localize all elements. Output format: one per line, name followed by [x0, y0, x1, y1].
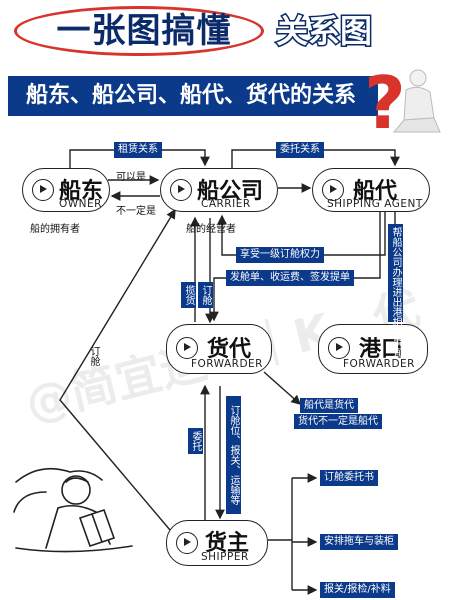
- question-figure-icon: ?: [364, 61, 441, 138]
- node-port-title: 港口: [359, 337, 404, 362]
- label-task2: 安排拖车与装柜: [320, 534, 398, 550]
- node-port-en: FORWARDER: [343, 358, 415, 370]
- label-issue-docs: 发舱单、收运费、签发提单: [226, 270, 354, 286]
- node-agent-en: SHIPPING AGENT: [327, 198, 423, 210]
- node-agent: 船代 SHIPPING AGENT: [312, 168, 430, 212]
- label-task3: 报关/报检/补料: [320, 582, 395, 598]
- node-forwarder-title: 货代: [207, 337, 252, 362]
- label-lease: 租赁关系: [114, 142, 162, 158]
- svg-text:?: ?: [364, 61, 406, 138]
- title-oval: [14, 6, 264, 56]
- label-cargo-release: 揽货: [181, 282, 196, 308]
- node-owner-en: OWNER: [59, 198, 102, 210]
- node-shipper-en: SHIPPER: [201, 551, 249, 563]
- node-agent-title: 船代: [353, 179, 398, 204]
- node-forwarder: 货代 FORWARDER: [166, 324, 272, 374]
- play-circle-icon: [322, 179, 344, 201]
- label-task1: 订舱委托书: [320, 470, 378, 486]
- node-owner: 船东 OWNER: [22, 168, 110, 212]
- label-services: 订舱位、报关、运输等: [226, 396, 241, 514]
- label-owner-of-ship: 船的拥有者: [30, 224, 80, 235]
- play-circle-icon: [32, 179, 54, 201]
- node-carrier-en: CARRIER: [201, 198, 251, 210]
- label-agent-note-1: 船代是货代: [300, 398, 358, 413]
- label-not-necessarily: 不一定是: [116, 206, 156, 217]
- node-shipper: 货主 SHIPPER: [166, 520, 268, 566]
- play-circle-icon: [176, 337, 198, 359]
- label-entrust: 委托关系: [276, 142, 324, 158]
- label-entrust-short: 委托: [188, 428, 203, 454]
- node-owner-title: 船东: [59, 179, 104, 204]
- label-operator-of-ship: 船的经营者: [186, 224, 236, 235]
- banner: 船东、船公司、船代、货代的关系: [8, 76, 378, 116]
- label-can-be: 可以是: [116, 172, 146, 183]
- node-carrier: 船公司 CARRIER: [160, 168, 278, 212]
- node-forwarder-en: FORWARDER: [191, 358, 263, 370]
- label-help-port: 帮船公司办理进出港相关事宜: [388, 224, 403, 357]
- play-circle-icon: [170, 179, 192, 201]
- node-port: 港口 FORWARDER: [318, 324, 428, 374]
- label-booking-right: 享受一级订舱权力: [236, 247, 324, 263]
- page-title: 一张图搞懂: [56, 11, 232, 51]
- reading-person-icon: [13, 467, 133, 553]
- node-carrier-title: 船公司: [197, 179, 264, 204]
- page-subtitle: 关系图: [275, 11, 374, 52]
- node-shipper-title: 货主: [205, 531, 250, 556]
- label-booking-space: 订舱: [198, 282, 213, 308]
- label-agent-note-2: 货代不一定是船代: [294, 414, 382, 429]
- play-circle-icon: [328, 337, 350, 359]
- play-circle-icon: [176, 532, 198, 554]
- label-book: 订舱: [88, 346, 99, 366]
